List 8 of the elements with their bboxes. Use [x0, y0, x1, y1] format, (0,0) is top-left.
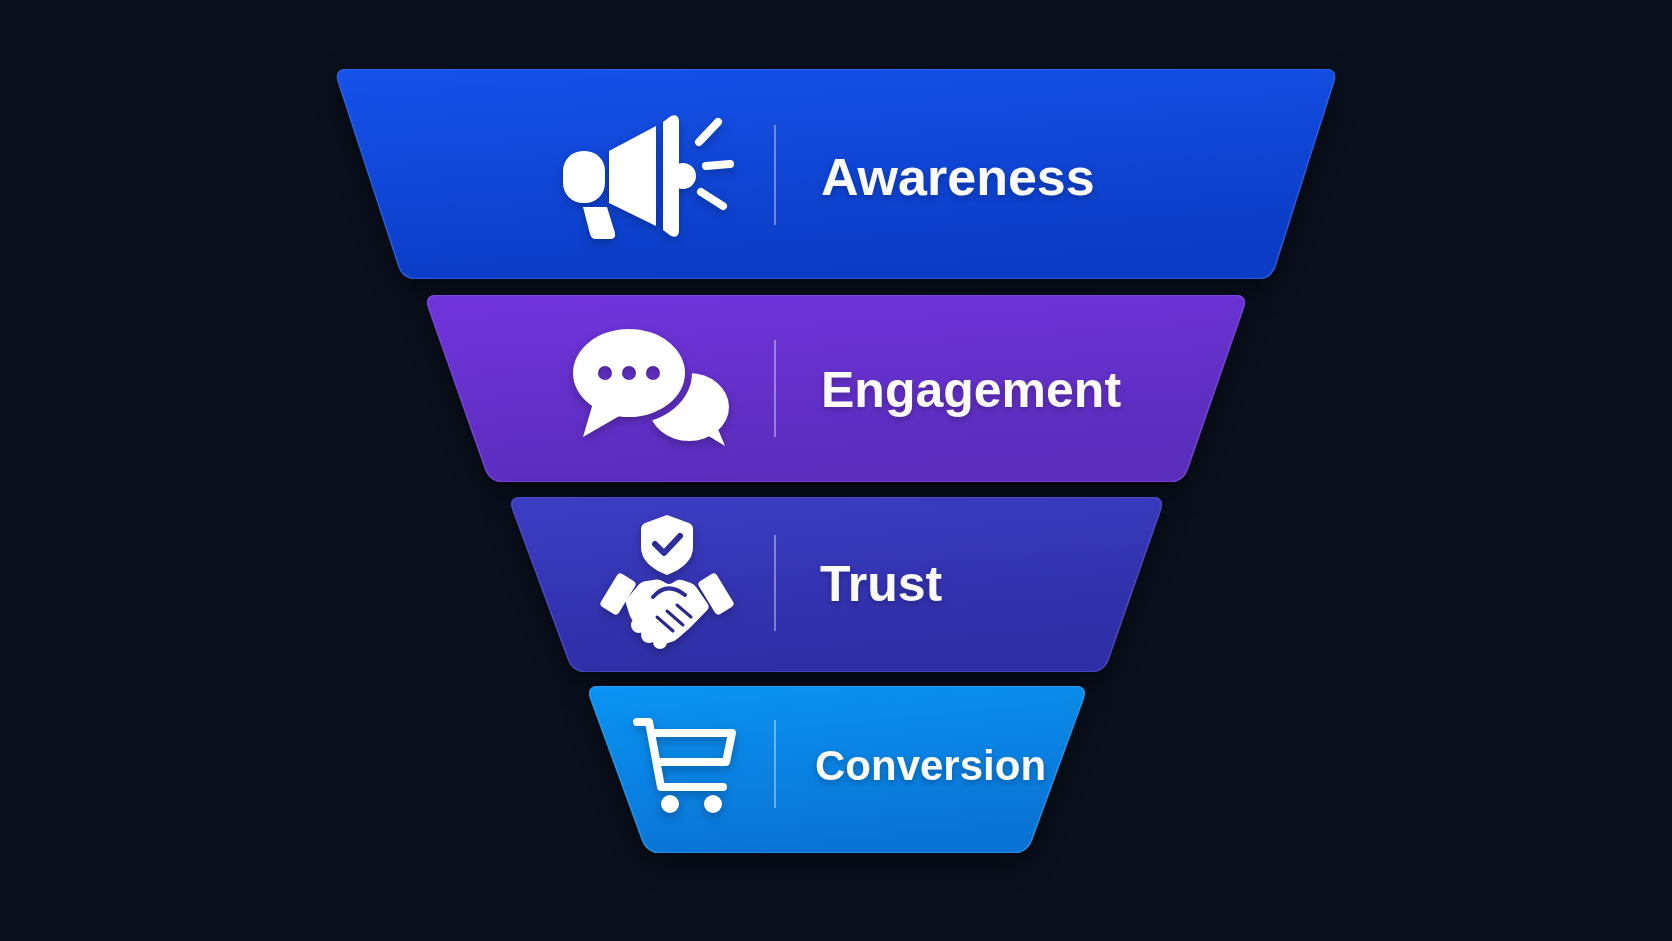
funnel-stage [424, 295, 1248, 482]
funnel-stage [334, 69, 1338, 279]
funnel-stage [508, 497, 1165, 672]
stage-label: Awareness [821, 150, 1095, 203]
stage-label: Engagement [821, 364, 1122, 415]
funnel-stage [586, 686, 1088, 853]
stage-label: Trust [820, 558, 943, 609]
stage-label: Conversion [815, 744, 1047, 787]
